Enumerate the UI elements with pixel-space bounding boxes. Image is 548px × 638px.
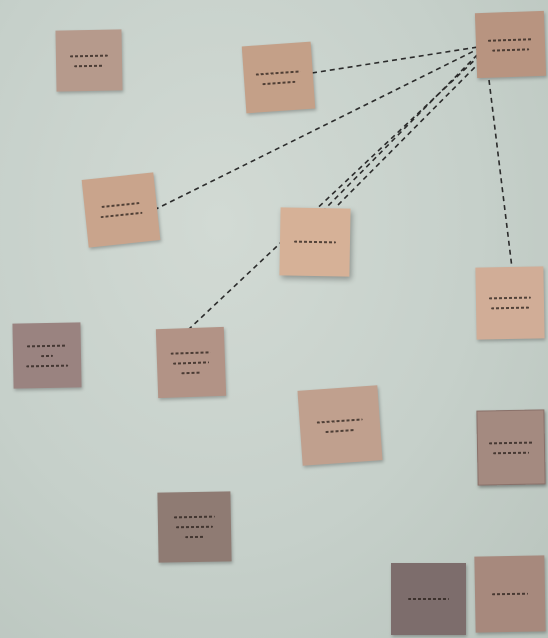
handwritten-text bbox=[286, 232, 344, 251]
handwritten-text bbox=[482, 30, 540, 60]
sticky-note[interactable] bbox=[476, 409, 546, 486]
handwritten-text bbox=[19, 336, 76, 375]
handwritten-text bbox=[162, 343, 219, 383]
handwritten-text bbox=[482, 289, 538, 318]
sticky-note[interactable] bbox=[81, 172, 161, 248]
sticky-note[interactable] bbox=[157, 491, 232, 563]
sticky-note[interactable] bbox=[155, 326, 227, 399]
connection-line bbox=[153, 48, 479, 211]
handwritten-text bbox=[249, 62, 308, 94]
connection-line bbox=[488, 79, 513, 269]
handwritten-text bbox=[397, 590, 460, 608]
connection-line bbox=[321, 51, 481, 213]
sticky-note[interactable] bbox=[241, 41, 316, 114]
sticky-note[interactable] bbox=[391, 563, 466, 635]
sticky-note[interactable] bbox=[297, 385, 383, 466]
sticky-note[interactable] bbox=[279, 207, 351, 277]
handwritten-text bbox=[483, 433, 539, 462]
sticky-note[interactable] bbox=[474, 10, 547, 79]
sticky-note[interactable] bbox=[12, 322, 82, 389]
connection-line bbox=[311, 46, 479, 74]
handwritten-text bbox=[164, 507, 226, 546]
handwritten-text bbox=[511, 603, 539, 631]
handwritten-text bbox=[90, 193, 153, 227]
sticky-note[interactable] bbox=[475, 266, 545, 340]
connection-line bbox=[187, 54, 481, 331]
handwritten-text bbox=[305, 409, 375, 442]
connection-line bbox=[337, 59, 483, 206]
sticky-note[interactable] bbox=[55, 29, 123, 92]
handwritten-text bbox=[62, 46, 116, 75]
